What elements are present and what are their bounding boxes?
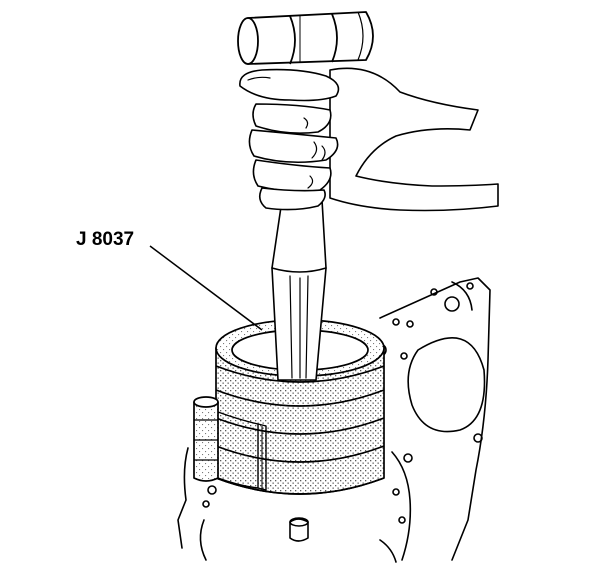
leader-line	[149, 245, 263, 331]
callout-j8037: J 8037	[76, 229, 263, 331]
gripping-hand	[239, 67, 499, 212]
ratchet-mechanism	[193, 396, 219, 482]
callout-label: J 8037	[76, 229, 134, 250]
tightening-strap	[217, 411, 259, 489]
dowel-pin	[289, 518, 309, 542]
adjacent-bore	[407, 337, 486, 433]
hammer-handle	[271, 199, 327, 381]
hammer-head	[237, 11, 374, 65]
